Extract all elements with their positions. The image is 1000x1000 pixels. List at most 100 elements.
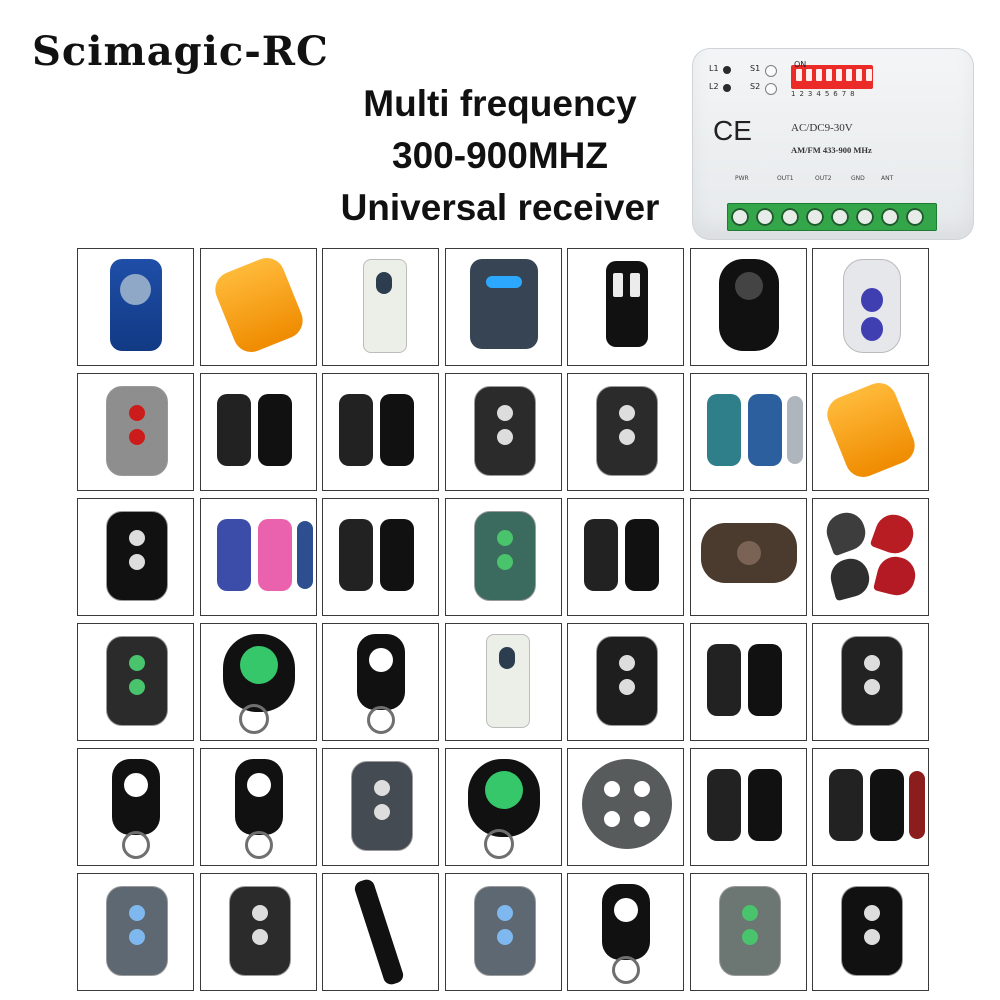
remote-button-icon	[124, 773, 148, 797]
remote-button-icon	[485, 276, 522, 288]
red-black-heart-remotes-icon-fourth	[872, 552, 920, 600]
button-s2-label: S2	[750, 82, 761, 91]
button-s1-label: S1	[750, 64, 761, 73]
remote-button-icon	[634, 811, 650, 827]
headline: Multi frequency 300-900MHZ Universal rec…	[300, 78, 700, 234]
blue-grey-four-button-remote-icon	[106, 886, 168, 976]
button-s1	[765, 65, 777, 77]
terminal-label-out1: OUT1	[777, 175, 794, 182]
ce-mark: CE	[713, 115, 752, 146]
remote-button-icon	[604, 811, 620, 827]
remote-button-icon	[613, 273, 623, 297]
remote-button-icon	[496, 554, 513, 570]
led-l1	[723, 66, 731, 74]
remote-button-icon	[861, 317, 883, 341]
remote-button-icon	[619, 429, 635, 445]
headline-line-3: Universal receiver	[340, 187, 660, 228]
keyring-icon	[612, 956, 640, 984]
remote-product-cell	[689, 748, 807, 866]
black-green-pair-remotes-icon	[706, 769, 741, 841]
grey-green-two-button-remote-icon	[718, 886, 781, 976]
three-color-remotes-icon-third	[296, 521, 313, 589]
remote-button-icon	[741, 905, 758, 921]
white-tall-blue-stripe-remote-icon	[363, 259, 407, 353]
pair-black-chevron-remotes-icon-second	[625, 519, 659, 591]
terminal-label-pwr: PWR	[735, 175, 749, 182]
remote-button-icon	[614, 898, 638, 922]
remote-button-icon	[369, 648, 393, 672]
pair-white-black-remotes-icon	[339, 519, 373, 591]
remote-product-cell	[77, 498, 194, 616]
remote-product-cell	[199, 248, 317, 366]
frequency-text: AM/FM 433-900 MHz	[791, 145, 872, 155]
remote-product-cell	[689, 373, 807, 491]
terminal-label-gnd: GND	[851, 175, 865, 182]
remote-product-cell	[199, 498, 317, 616]
remote-product-cell	[689, 248, 807, 366]
keyring-icon	[238, 704, 269, 734]
remote-button-icon	[619, 405, 635, 421]
remote-button-icon	[129, 679, 145, 695]
remote-product-cell	[322, 623, 439, 741]
white-blue-pair-remotes-icon	[706, 644, 741, 716]
remote-button-icon	[496, 530, 513, 546]
remote-product-cell	[199, 748, 317, 866]
pair-grey-black-remotes-icon	[216, 394, 251, 466]
white-purple-remote-icon	[843, 259, 901, 353]
remote-button-icon	[484, 771, 523, 809]
black-sliding-remote-icon	[596, 636, 658, 726]
pair-white-black-remotes-icon-second	[380, 519, 414, 591]
black-three-button-keyring-remote-icon	[357, 634, 405, 710]
keyring-icon	[367, 706, 395, 734]
remote-button-icon	[374, 780, 390, 796]
remote-button-icon	[864, 905, 880, 921]
remote-button-icon	[129, 429, 145, 445]
remote-gallery	[77, 248, 929, 991]
button-s2	[765, 83, 777, 95]
dip-switch-numbers: 12345678	[791, 90, 859, 98]
grey-white-tall-remote-icon	[485, 634, 530, 728]
remote-button-icon	[129, 929, 145, 945]
remote-product-cell	[689, 873, 807, 991]
three-color-remotes-icon	[216, 519, 251, 591]
remote-product-cell	[77, 248, 194, 366]
remote-product-cell	[567, 498, 684, 616]
pair-black-chevron-remotes-icon	[584, 519, 618, 591]
mixed-blue-white-remotes-icon	[339, 394, 373, 466]
white-blue-pair-remotes-icon-second	[747, 644, 782, 716]
remote-product-cell	[77, 873, 194, 991]
red-black-heart-remotes-icon	[821, 507, 871, 557]
led-l2	[723, 84, 731, 92]
remote-button-icon	[496, 429, 513, 445]
voltage-text: AC/DC9-30V	[791, 122, 853, 134]
remote-button-icon	[864, 929, 880, 945]
remote-button-icon	[129, 405, 145, 421]
dark-blue-remote-icon	[469, 259, 538, 349]
universal-receiver-image: L1 L2 S1 S2 ON 12345678 CE AC/DC9-30V AM…	[692, 48, 974, 240]
terminal-strip	[727, 203, 937, 231]
black-oval-four-button-remote-icon	[718, 259, 779, 351]
remote-button-icon	[619, 655, 635, 671]
headline-line-2: 300-900MHZ	[392, 135, 608, 176]
black-white-slim-keyring-remote-icon	[234, 759, 283, 835]
remote-button-icon	[734, 272, 763, 300]
remote-product-cell	[689, 498, 807, 616]
grey-black-oval-remote-icon	[351, 761, 413, 851]
orange-transparent-remote-icon	[209, 252, 308, 358]
black-rounded-remote-icon	[106, 511, 168, 601]
remote-product-cell	[322, 373, 439, 491]
multiple-color-remotes-icon-third	[909, 771, 925, 839]
remote-button-icon	[630, 273, 640, 297]
transparent-green-board-remote-icon	[473, 511, 536, 601]
red-black-heart-remotes-icon-third	[826, 554, 874, 602]
black-green-three-button-remote-icon	[106, 636, 168, 726]
white-blue-keyring-remote-icon	[112, 759, 160, 835]
black-keyring-small-remote-icon	[602, 884, 650, 960]
grey-red-button-key-remote-icon	[106, 386, 168, 476]
mixed-blue-white-remotes-icon-second	[380, 394, 414, 466]
dip-switch-block	[791, 65, 873, 89]
remote-button-icon	[619, 679, 635, 695]
remote-button-icon	[129, 554, 145, 570]
remote-product-cell	[567, 873, 684, 991]
remote-product-cell	[567, 623, 684, 741]
